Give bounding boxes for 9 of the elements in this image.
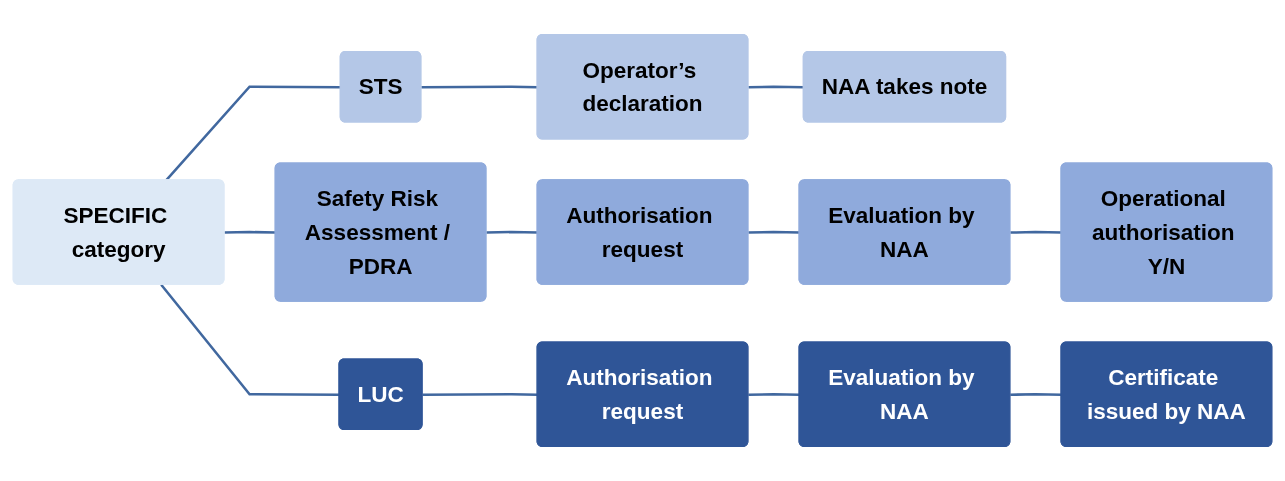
connector <box>748 392 800 397</box>
connector <box>1010 230 1062 234</box>
connector <box>748 85 804 89</box>
connector <box>486 230 538 234</box>
connector <box>421 85 538 89</box>
connector <box>422 392 538 397</box>
connector <box>748 230 800 234</box>
connector <box>1010 392 1062 397</box>
connector <box>224 230 276 234</box>
